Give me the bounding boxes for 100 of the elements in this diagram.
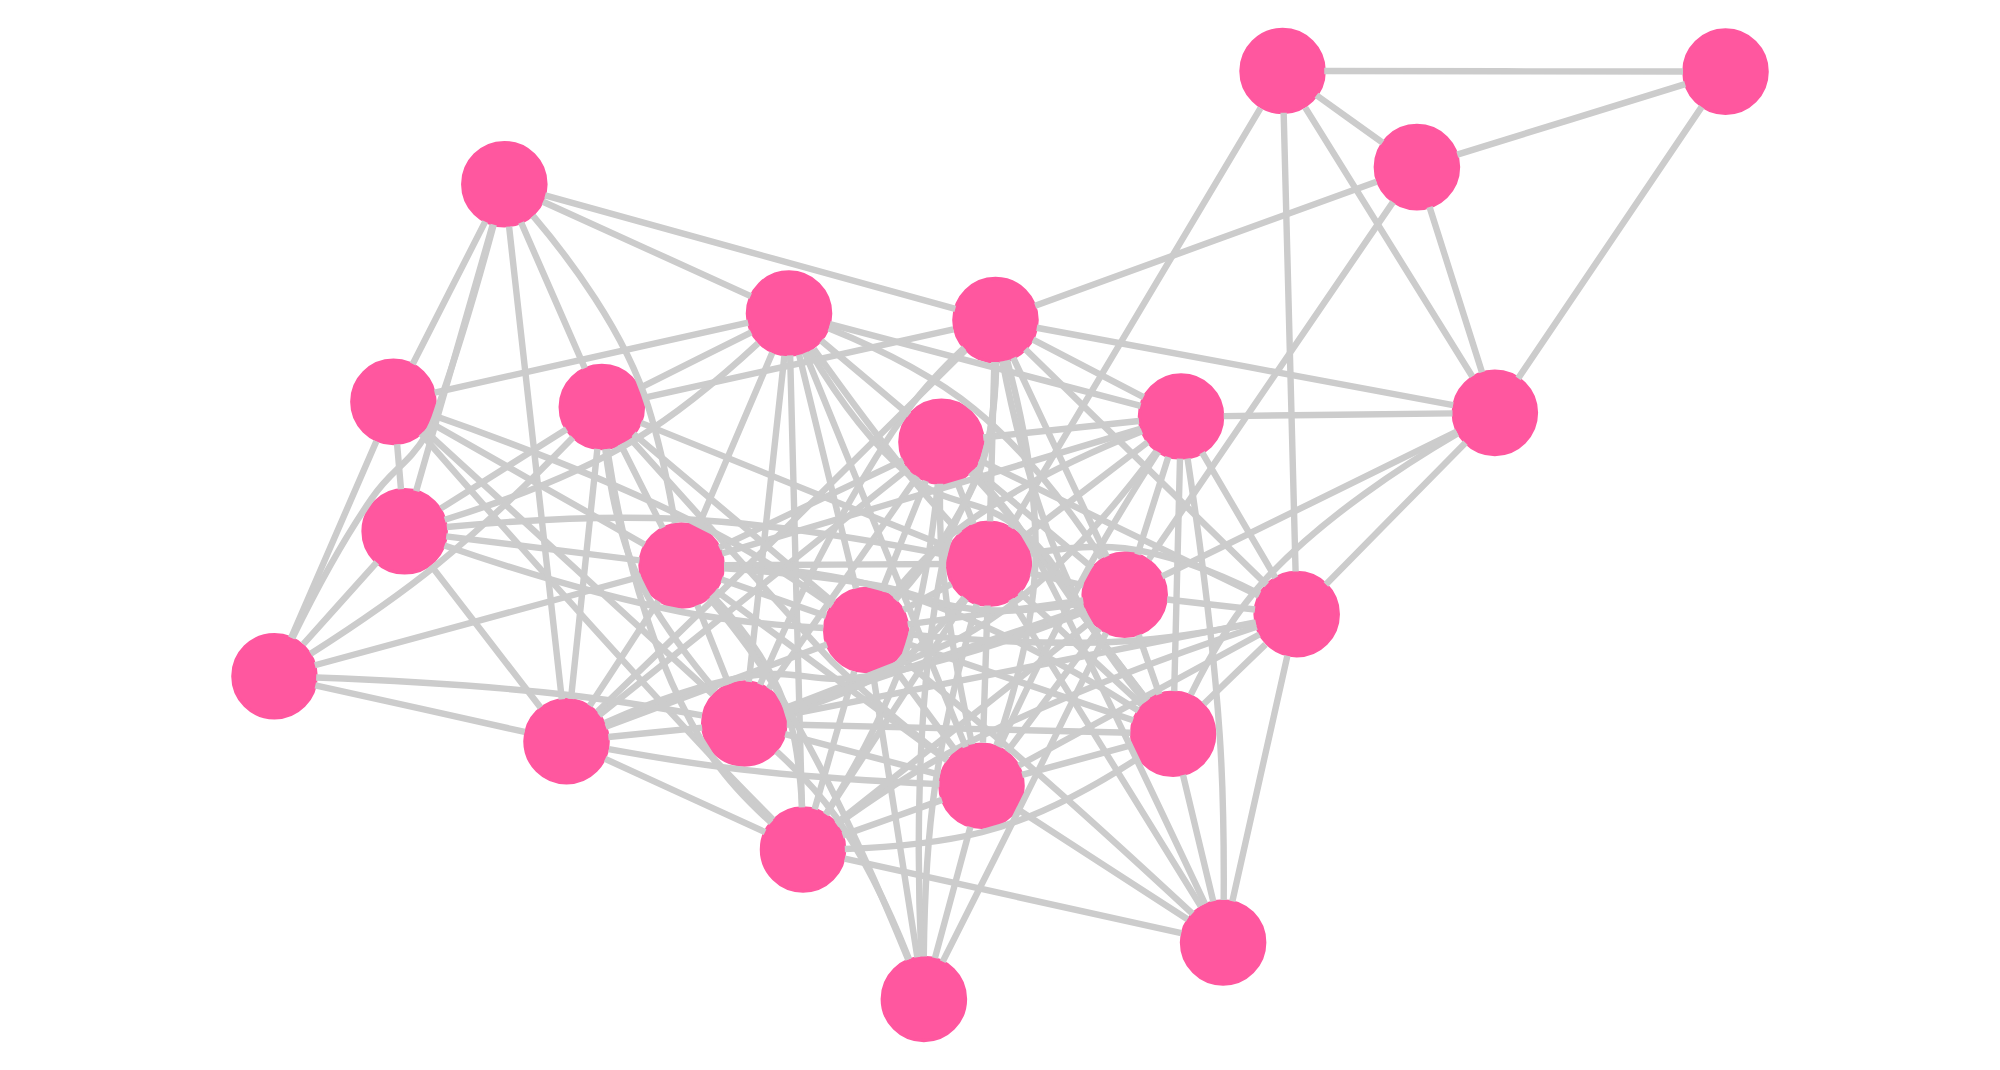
- connector: [413, 224, 496, 493]
- node-circle: [1239, 27, 1326, 115]
- node-circle: [461, 140, 548, 228]
- connector: [999, 360, 1148, 704]
- connector: [829, 321, 1142, 410]
- connector: [1179, 774, 1217, 902]
- node-circle: [1682, 28, 1769, 115]
- connector: [1017, 589, 1145, 708]
- connector: [603, 756, 767, 835]
- node-circle: [759, 806, 847, 893]
- connector: [1323, 440, 1468, 587]
- node-circle: [558, 363, 646, 451]
- connector: [796, 354, 860, 590]
- node-circle: [638, 522, 725, 609]
- connector: [709, 592, 806, 807]
- connector: [834, 623, 1258, 828]
- node-circle: [1081, 551, 1168, 639]
- connector: [603, 608, 1088, 726]
- connector: [1187, 430, 1460, 697]
- connector: [819, 338, 912, 418]
- connector: [505, 226, 566, 700]
- connector: [1426, 205, 1486, 374]
- connector: [1199, 450, 1279, 580]
- connector: [889, 428, 1144, 598]
- node-circle: [523, 697, 610, 785]
- connector: [717, 457, 905, 551]
- node-circle: [361, 488, 448, 575]
- connector: [827, 325, 1105, 560]
- connector: [567, 448, 601, 700]
- connector: [907, 597, 1084, 628]
- connector: [841, 796, 944, 839]
- connector: [518, 221, 588, 370]
- connector: [1280, 112, 1299, 572]
- connector: [766, 474, 920, 691]
- connector: [936, 483, 976, 746]
- connector: [811, 347, 963, 536]
- connector: [595, 348, 968, 714]
- connector: [433, 319, 749, 396]
- connector: [724, 565, 1084, 614]
- connector: [1029, 570, 1085, 589]
- connector: [289, 223, 497, 640]
- connector: [969, 469, 1208, 906]
- connector: [314, 573, 642, 669]
- connector: [774, 748, 913, 961]
- connector: [723, 560, 947, 569]
- connector: [1146, 200, 1396, 562]
- connector: [602, 448, 719, 694]
- connector: [1017, 631, 1261, 769]
- node-circle: [1179, 899, 1267, 986]
- connector: [823, 597, 969, 817]
- connector: [422, 428, 715, 697]
- node-circle: [880, 955, 968, 1043]
- connector: [1166, 596, 1256, 613]
- connector: [1023, 346, 1269, 588]
- connector: [782, 449, 1159, 712]
- connector: [1515, 105, 1705, 381]
- connector: [745, 355, 788, 683]
- connector: [443, 341, 761, 523]
- connector: [418, 431, 776, 822]
- node-circle: [701, 680, 788, 767]
- node-circle: [945, 520, 1033, 607]
- connector: [1010, 356, 1110, 558]
- connector: [1456, 81, 1687, 158]
- connector: [939, 631, 1109, 964]
- node-circle: [898, 398, 985, 486]
- connector: [617, 442, 666, 530]
- connector: [1160, 428, 1459, 580]
- connector: [892, 362, 1000, 602]
- connector: [713, 587, 949, 764]
- connector: [806, 349, 1150, 703]
- node-circle: [822, 586, 910, 674]
- connector: [786, 355, 806, 808]
- connector: [1034, 178, 1378, 309]
- connector: [901, 581, 953, 613]
- connector: [314, 682, 526, 736]
- connector: [993, 359, 1039, 747]
- connector: [706, 596, 912, 961]
- connector: [604, 641, 829, 730]
- connector: [720, 576, 828, 619]
- connector: [1135, 633, 1163, 696]
- connector: [1007, 106, 1264, 530]
- node-circle: [952, 276, 1039, 364]
- node-circle: [1129, 690, 1217, 778]
- connector: [393, 443, 405, 490]
- node-circle: [231, 632, 318, 720]
- connector: [1171, 458, 1184, 692]
- connector: [608, 724, 703, 741]
- connector: [996, 450, 1161, 749]
- connector: [1031, 336, 1145, 400]
- connector: [844, 855, 1182, 937]
- connector: [443, 542, 824, 632]
- node-circle: [938, 742, 1025, 830]
- connector: [628, 436, 950, 763]
- node-circle: [350, 358, 437, 446]
- connector: [908, 619, 1257, 646]
- connector: [811, 670, 858, 811]
- node-circle: [1451, 369, 1539, 457]
- connector: [1134, 456, 1172, 556]
- connector: [757, 345, 967, 686]
- connector: [694, 604, 732, 686]
